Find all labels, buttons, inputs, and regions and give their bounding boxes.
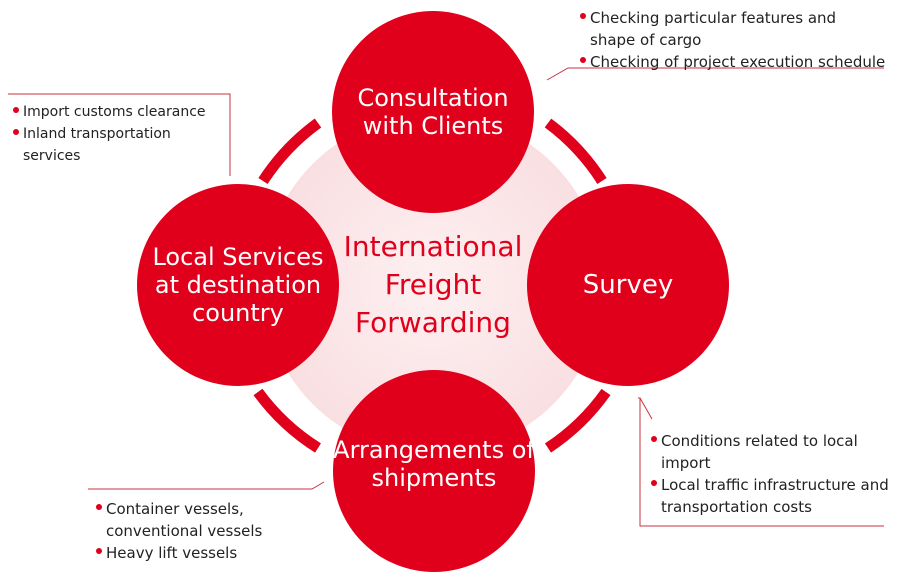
ring-arc-top-left <box>258 118 322 185</box>
center-title: International Freight Forwarding <box>343 230 523 339</box>
ring-arc-bottom-right <box>544 388 611 453</box>
bullet-icon <box>651 480 657 486</box>
node-consultation: Consultation with Clients <box>332 11 534 213</box>
node-local-services: Local Services at destination country <box>137 184 339 386</box>
bullet-icon <box>651 436 657 442</box>
node-local-services-label: Local Services at destination country <box>152 243 324 327</box>
callout-item: Conditions related to local import <box>651 430 896 474</box>
center-glow <box>263 114 603 454</box>
callout-item: Checking of project execution schedule <box>580 51 890 73</box>
callout-line-local-services <box>8 93 231 176</box>
callout-survey: Conditions related to local import Local… <box>651 430 896 518</box>
callout-item: Local traffic infrastructure and transpo… <box>651 474 896 518</box>
ring-arc-bottom-left <box>253 388 321 453</box>
callout-item: Container vessels, conventional vessels <box>96 498 316 542</box>
bullet-icon <box>96 548 102 554</box>
callout-line-arrangements <box>88 481 325 490</box>
callout-consultation: Checking particular features and shape o… <box>580 7 890 73</box>
node-consultation-label: Consultation with Clients <box>357 84 509 140</box>
callout-consultation-item-1: Checking particular features and shape o… <box>590 9 837 49</box>
callout-line-survey-tail <box>639 397 653 420</box>
node-survey-label: Survey <box>582 270 674 300</box>
bullet-icon <box>13 129 19 135</box>
ring-arc-top-right <box>544 118 607 185</box>
callout-consultation-item-2: Checking of project execution schedule <box>590 53 886 71</box>
node-survey: Survey <box>527 184 729 386</box>
bullet-icon <box>580 57 586 63</box>
bullet-icon <box>580 13 586 19</box>
callout-survey-item-2: Local traffic infrastructure and transpo… <box>661 476 889 516</box>
callout-local-services: Import customs clearance Inland transpor… <box>13 101 228 167</box>
bullet-icon <box>13 107 19 113</box>
bullet-icon <box>96 504 102 510</box>
callout-arrangements: Container vessels, conventional vessels … <box>96 498 316 564</box>
callout-item: Import customs clearance <box>13 101 228 123</box>
callout-arrangements-item-1: Container vessels, conventional vessels <box>106 500 263 540</box>
callout-item: Checking particular features and shape o… <box>580 7 890 51</box>
callout-survey-item-1: Conditions related to local import <box>661 432 858 472</box>
node-arrangements: Arrangements of shipments <box>333 370 535 572</box>
callout-item: Inland transportation services <box>13 123 228 167</box>
callout-arrangements-item-2: Heavy lift vessels <box>106 544 238 562</box>
callout-local-services-item-1: Import customs clearance <box>23 104 206 120</box>
callout-local-services-item-2: Inland transportation services <box>23 126 171 164</box>
callout-line-consultation <box>546 67 884 81</box>
callout-item: Heavy lift vessels <box>96 542 316 564</box>
node-arrangements-label: Arrangements of shipments <box>333 436 535 492</box>
callout-line-survey <box>638 397 884 527</box>
